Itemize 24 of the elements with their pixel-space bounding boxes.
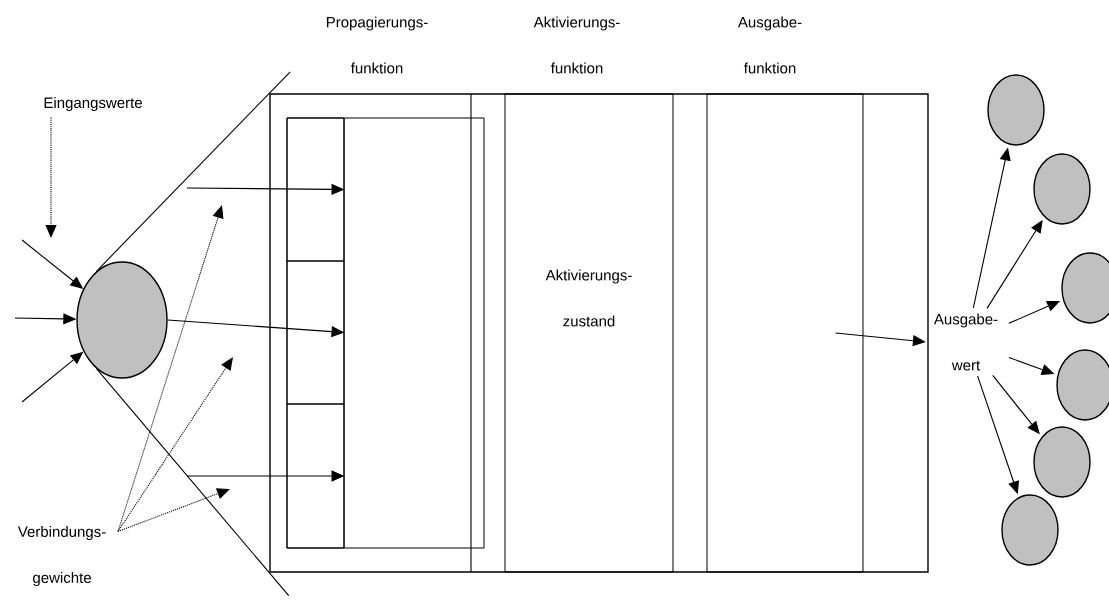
state-label: Aktivierungs- zustand	[545, 269, 632, 327]
weights-label: Verbindungs- gewichte	[17, 526, 106, 586]
dotted-arrow	[117, 488, 230, 532]
column-heading: Ausgabe- funktion	[737, 16, 802, 74]
neuron-circle	[1033, 426, 1091, 498]
input-cell	[286, 260, 345, 405]
zoom-line	[95, 367, 290, 597]
column-heading: Aktivierungs- funktion	[533, 16, 620, 74]
neuron-circle	[1056, 349, 1109, 421]
input-label: Eingangswerte	[44, 97, 142, 111]
neuron-circle	[1001, 494, 1059, 566]
input-cell	[286, 403, 345, 549]
neuron-box	[269, 93, 929, 573]
neuron-circle	[1061, 252, 1109, 324]
dotted-arrow	[45, 117, 57, 238]
arrow	[834, 332, 926, 347]
input-cell	[286, 117, 345, 262]
column-heading: Propagierungs- funktion	[326, 16, 428, 74]
neuron-circle	[1033, 153, 1091, 225]
neuron-circle	[76, 261, 168, 379]
output-label: Ausgabe- wert	[933, 313, 998, 371]
dotted-arrow	[117, 357, 233, 532]
dotted-arrow	[117, 205, 224, 532]
neuron-circle	[987, 74, 1045, 146]
